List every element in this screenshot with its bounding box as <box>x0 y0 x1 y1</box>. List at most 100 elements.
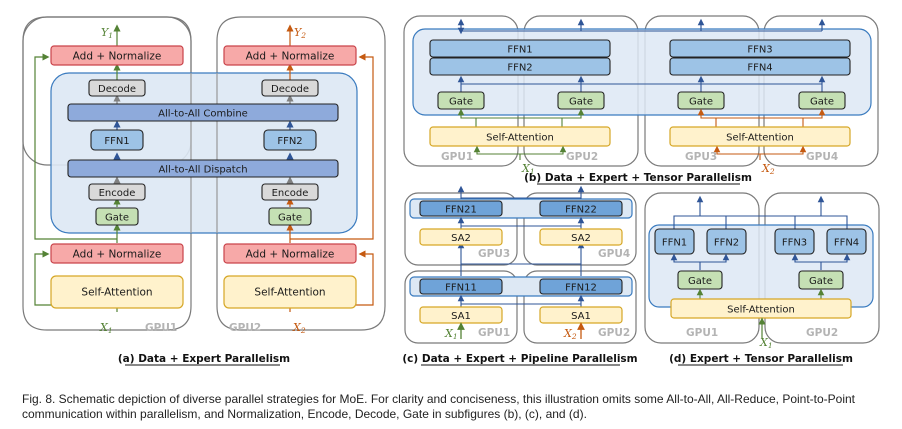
self-attention-label: Self-Attention <box>486 133 554 144</box>
gate-label: Gate <box>569 97 593 108</box>
ffn4-label: FFN4 <box>747 63 772 74</box>
gate-label: Gate <box>105 213 129 224</box>
gate-label: Gate <box>278 213 302 224</box>
gpu1-label: GPU1 <box>441 151 473 163</box>
gpu2-label: GPU2 <box>566 151 598 163</box>
self-attention-right <box>223 275 357 309</box>
add-normalize-label: Add + Normalize <box>246 51 335 63</box>
ffn3-shard <box>669 39 851 58</box>
ffn2-label: FFN2 <box>507 63 532 74</box>
panel-b: FFN1 FFN2 FFN3 FFN4 Gate Gate Gate Gate … <box>403 15 879 185</box>
ffn2-expert <box>263 129 317 151</box>
ffn21 <box>419 200 503 217</box>
add-normalize-top-left <box>50 45 184 66</box>
panel-b-title: (b) Data + Expert + Tensor Parallelism <box>524 172 752 184</box>
all-to-all-combine <box>67 103 339 122</box>
self-attention-gpu34 <box>669 126 851 147</box>
panel-c: FFN21 FFN22 SA2 SA2 FFN11 FFN12 SA1 SA1 … <box>402 185 638 366</box>
all-to-all-dispatch-label: All-to-All Dispatch <box>158 165 247 176</box>
encode-left <box>88 183 146 201</box>
self-attention-label: Self-Attention <box>727 305 795 316</box>
ffn22-label: FFN22 <box>565 205 597 216</box>
ffn11 <box>419 278 503 295</box>
ffn2-shard <box>429 57 611 76</box>
gpu3-label: GPU3 <box>478 248 510 260</box>
self-attention-left <box>50 275 184 309</box>
add-normalize-label: Add + Normalize <box>246 249 335 261</box>
gpu4-label: GPU4 <box>598 248 630 260</box>
gpu1-label: GPU1 <box>145 322 177 334</box>
encode-label: Encode <box>272 188 309 199</box>
input-x1: X1 <box>521 162 535 176</box>
sa2-label: SA2 <box>451 233 471 244</box>
ffn1-label: FFN1 <box>662 238 687 249</box>
input-x2: X2 <box>563 327 577 341</box>
ffn3-label: FFN3 <box>747 45 772 56</box>
ffn11-label: FFN11 <box>445 283 477 294</box>
figure-caption: Fig. 8. Schematic depiction of diverse p… <box>22 392 856 421</box>
encode-label: Encode <box>99 188 136 199</box>
ffn21-label: FFN21 <box>445 205 477 216</box>
add-normalize-bottom-left <box>50 243 184 264</box>
ffn4-shard <box>669 57 851 76</box>
gpu4-container <box>523 192 637 266</box>
gpu2-container <box>523 270 637 344</box>
gpu3-label: GPU3 <box>685 151 717 163</box>
input-x1: X1 <box>444 327 458 341</box>
self-attention-gpu12 <box>429 126 611 147</box>
decode-left <box>88 79 146 97</box>
ffn2-label: FFN2 <box>277 136 302 147</box>
ffn3-label: FFN3 <box>782 238 807 249</box>
ffn12 <box>539 278 623 295</box>
gpu1-label: GPU1 <box>686 327 718 339</box>
output-y1: Y1 <box>101 26 113 40</box>
all-to-all-combine-label: All-to-All Combine <box>158 109 248 120</box>
panel-d: FFN1 FFN2 FFN3 FFN4 Gate Gate Self-Atten… <box>644 192 880 366</box>
sa2-left <box>419 228 503 246</box>
output-y2: Y2 <box>294 26 306 40</box>
ffn1-shard <box>429 39 611 58</box>
gpu4-label: GPU4 <box>806 151 838 163</box>
decode-label: Decode <box>98 84 136 95</box>
gate-right <box>268 207 312 226</box>
ffn1-label: FFN1 <box>104 136 129 147</box>
ffn2-label: FFN2 <box>714 238 739 249</box>
ffn22 <box>539 200 623 217</box>
panel-c-title: (c) Data + Expert + Pipeline Parallelism <box>402 353 637 365</box>
gate-label: Gate <box>809 276 833 287</box>
input-x1: X1 <box>759 336 773 350</box>
gpu2-label: GPU2 <box>598 327 630 339</box>
gpu2-label: GPU2 <box>806 327 838 339</box>
decode-label: Decode <box>271 84 309 95</box>
gpu1-label: GPU1 <box>478 327 510 339</box>
sa1-label: SA1 <box>571 311 591 322</box>
gate-label: Gate <box>810 97 834 108</box>
ffn1-expert <box>90 129 144 151</box>
gate-label: Gate <box>688 276 712 287</box>
sa2-right <box>539 228 623 246</box>
add-normalize-label: Add + Normalize <box>73 249 162 261</box>
gpu2-border <box>216 16 386 331</box>
gate-label: Gate <box>449 97 473 108</box>
self-attention-label: Self-Attention <box>81 287 152 299</box>
gate-left <box>95 207 139 226</box>
decode-right <box>261 79 319 97</box>
input-x1: X1 <box>99 321 113 335</box>
input-x2: X2 <box>761 162 775 176</box>
panel-d-title: (d) Expert + Tensor Parallelism <box>669 353 853 365</box>
input-x2: X2 <box>292 321 306 335</box>
sa1-label: SA1 <box>451 311 471 322</box>
gpu2-label: GPU2 <box>229 322 261 334</box>
ffn4-label: FFN4 <box>834 238 859 249</box>
add-normalize-top-right <box>223 45 357 66</box>
sa2-label: SA2 <box>571 233 591 244</box>
panel-a: Add + Normalize Add + Normalize Decode D… <box>22 16 386 366</box>
ffn1-label: FFN1 <box>507 45 532 56</box>
self-attention-label: Self-Attention <box>726 133 794 144</box>
add-normalize-label: Add + Normalize <box>73 51 162 63</box>
gate-label: Gate <box>689 97 713 108</box>
ffn12-label: FFN12 <box>565 283 597 294</box>
panel-a-title: (a) Data + Expert Parallelism <box>118 353 290 365</box>
self-attention-label: Self-Attention <box>254 287 325 299</box>
